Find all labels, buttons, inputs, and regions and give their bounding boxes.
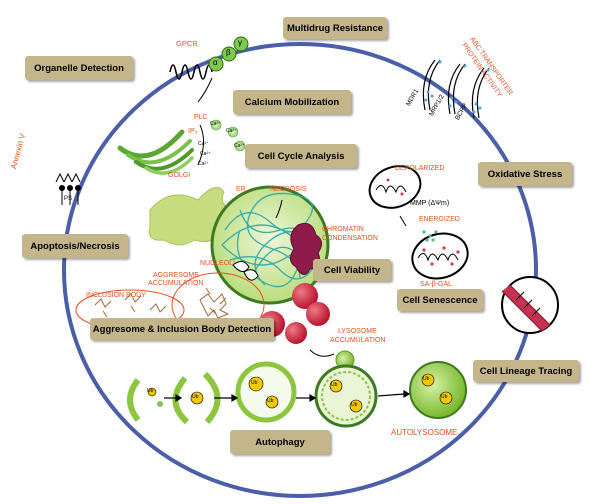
label-aggresome-1: AGGRESOME [153,272,199,279]
aggresome-icon [199,287,230,319]
label-ub-2: Ub [192,394,199,400]
label-ca-1: Ca²⁺ [210,121,221,127]
label-ip3: IP₃ [188,128,198,135]
label-depolarized: DEPOLARIZED [395,165,445,172]
lysosome-arrow [309,349,335,357]
box-multidrug-resistance[interactable]: Multidrug Resistance [283,17,387,39]
cell-membrane [62,42,538,498]
calcium-ions-icon [210,119,246,152]
label-inclusion-body: INCLUSION BODY [86,292,146,299]
box-organelle-detection[interactable]: Organelle Detection [25,56,133,80]
label-ub-5: Ub [331,382,338,388]
label-ub-4: Ub [267,398,274,404]
label-aggresome-2: ACCUMULATION [148,280,204,287]
lineage-tracing-icon [501,276,559,334]
abc-transporters-icon [422,59,490,119]
label-chromatin-1: CHROMATIN [322,226,364,233]
label-ub-8: Ub [441,394,448,400]
abc-substrate-dots [424,60,490,114]
label-ca-5: Ca²⁺ [200,151,211,157]
box-apoptosis-necrosis[interactable]: Apoptosis/Necrosis [22,234,128,258]
label-energized: ENERGIZED [419,216,460,223]
nucleus [210,185,330,305]
label-lysosome-2: ACCUMULATION [330,337,386,344]
label-ub-1: Ub [147,388,154,394]
signal-arrow [197,77,213,103]
label-nucleoli: NUCLEOLI [200,260,236,267]
nucleoli-icon [232,261,259,281]
mitochondria-energized-icon [411,232,469,280]
label-golgi: GOLGI [168,172,191,179]
label-chromatin-2: CONDENSATION [322,235,378,242]
box-cell-cycle-analysis[interactable]: Cell Cycle Analysis [245,144,357,168]
autophagy-pathway [127,361,467,428]
label-ub-3: Ub [251,380,258,386]
label-ps: PS [64,196,73,202]
inclusion-body-icon [94,293,167,318]
box-autophagy[interactable]: Autophagy [230,430,330,454]
energized-dots [422,230,438,242]
label-sa-gal: SA-β-GAL [420,281,453,288]
ip3-arrow [197,124,204,166]
box-calcium-mobilization[interactable]: Calcium Mobilization [233,90,351,114]
label-er: ER [236,186,246,193]
box-aggresome-inclusion[interactable]: Aggresome & Inclusion Body Detection [90,318,274,340]
mitochondria-depolarized-icon [368,165,422,209]
label-beta: β [226,48,231,57]
gpcr-receptor [169,64,213,80]
label-alpha: α [213,58,218,67]
label-gpcr: GPCR [176,39,198,48]
golgi-icon [117,129,194,175]
label-ca-2: Ca²⁺ [226,128,237,134]
label-necrosis: NECROSIS [270,186,307,193]
label-mmp: MMP (ΔΨm) [410,200,450,207]
label-ca-3: Ca²⁺ [234,143,245,149]
label-ca-4: Ca²⁺ [198,141,209,147]
box-cell-senescence[interactable]: Cell Senescence [397,289,483,311]
label-ub-7: Ub [423,376,430,382]
label-gamma: γ [238,38,242,47]
box-oxidative-stress[interactable]: Oxidative Stress [478,162,572,186]
mmp-arrow [399,215,407,227]
label-ca-6: Ca²⁺ [198,161,209,167]
annexin-ps-icon [55,172,81,205]
box-cell-lineage-tracing[interactable]: Cell Lineage Tracing [473,360,579,382]
label-plc: PLC [194,114,208,121]
necrosis-arrow [275,199,283,219]
label-autolysosome: AUTOLYSOSOME [391,428,458,437]
label-ub-6: Ub [351,402,358,408]
box-cell-viability[interactable]: Cell Viability [313,259,391,281]
label-lysosome-1: LYSOSOME [338,328,377,335]
g-protein-icon [208,36,249,72]
